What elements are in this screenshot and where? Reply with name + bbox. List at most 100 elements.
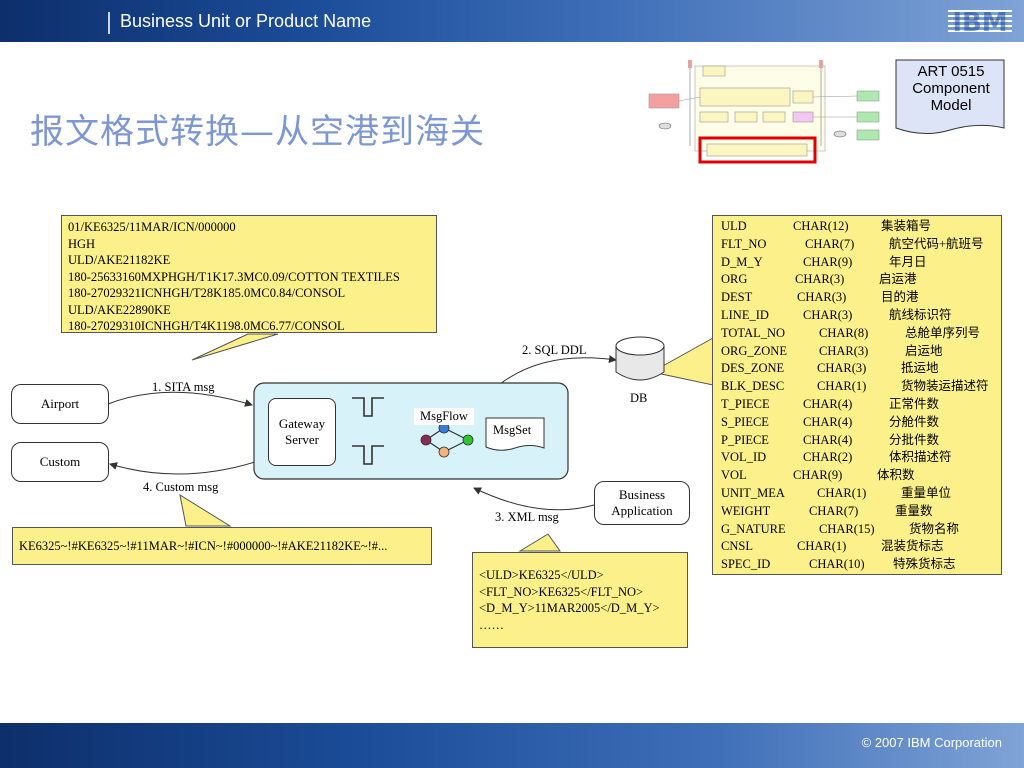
footer-bar: © 2007 IBM Corporation: [0, 723, 1024, 768]
thumbnail-highlight: [698, 136, 817, 164]
custom-node[interactable]: Custom: [11, 442, 109, 482]
sita-note-line: ULD/AKE22890KE: [68, 302, 171, 317]
field-type: CHAR(1): [817, 379, 867, 394]
field-desc: 集装箱号: [881, 219, 932, 233]
business-unit-label: Business Unit or Product Name: [120, 11, 372, 31]
business-label-line1: Business: [618, 487, 666, 502]
xml-note-line: <ULD>KE6325</ULD>: [479, 568, 604, 582]
field-desc: 航线标识符: [889, 307, 952, 322]
airport-node[interactable]: Airport: [11, 384, 109, 424]
table-row: G_NATURE CHAR(15) 货物名称: [721, 521, 1001, 539]
field-type: CHAR(3): [819, 343, 869, 358]
field-name: VOL: [721, 468, 747, 483]
field-name: VOL_ID: [721, 450, 767, 465]
field-desc: 正常件数: [889, 396, 940, 411]
field-type: CHAR(4): [803, 414, 853, 429]
xml-note-line: ……: [479, 617, 504, 632]
header-bar: Business Unit or Product Name IBM: [0, 0, 1024, 42]
field-desc: 混装货标志: [881, 539, 944, 554]
field-name: ULD: [721, 219, 747, 233]
field-name: G_NATURE: [721, 521, 786, 536]
field-type: CHAR(12): [793, 219, 849, 233]
field-type: CHAR(15): [819, 521, 875, 536]
sita-arrow-label: 1. SITA msg: [152, 380, 215, 394]
field-type: CHAR(10): [809, 557, 865, 572]
field-type: CHAR(8): [819, 325, 869, 340]
gateway-label-line1: Gateway: [278, 416, 326, 431]
field-desc: 抵运地: [901, 361, 939, 376]
db-cylinder-icon: [615, 336, 665, 381]
sita-note-line: 180-27029310ICNHGH/T4K1198.0MC6.77/CONSO…: [68, 319, 345, 333]
field-desc: 分舱件数: [889, 414, 940, 429]
sita-note-line: HGH: [68, 236, 96, 251]
gateway-server-node[interactable]: Gateway Server: [268, 398, 336, 466]
model-badge-text: ART 0515 Component Model: [896, 63, 1006, 114]
field-name: SPEC_ID: [721, 557, 771, 572]
xml-arrow: [473, 487, 595, 511]
copyright-text: © 2007 IBM Corporation: [861, 735, 1002, 750]
component-model-thumbnail: [648, 60, 880, 164]
field-name: ORG: [721, 272, 748, 287]
business-application-node[interactable]: Business Application: [594, 481, 690, 525]
xml-arrow-label: 3. XML msg: [495, 510, 559, 524]
field-desc: 体积数: [877, 468, 915, 483]
queue-out-icon: [352, 445, 384, 465]
field-type: CHAR(3): [803, 307, 853, 322]
field-name: WEIGHT: [721, 503, 771, 518]
sita-note-pointer: [191, 333, 279, 361]
model-badge: [895, 59, 1005, 134]
field-desc: 货物名称: [909, 521, 960, 536]
msgset-shape: [485, 417, 545, 451]
table-row: VOL CHAR(9) 体积数: [721, 467, 1001, 485]
sita-note-line: 01/KE6325/11MAR/ICN/000000: [68, 220, 236, 234]
field-desc: 目的港: [881, 290, 919, 305]
field-name: ORG_ZONE: [721, 343, 787, 358]
field-desc: 航空代码+航班号: [889, 236, 984, 251]
custom-message-note: KE6325~!#KE6325~!#11MAR~!#ICN~!#000000~!…: [12, 527, 432, 565]
sita-note-line: 180-25633160MXPHGH/T1K17.3MC0.09/COTTON …: [68, 269, 400, 284]
sita-message-note: 01/KE6325/11MAR/ICN/000000 HGH ULD/AKE21…: [61, 215, 437, 333]
custom-label: Custom: [39, 454, 81, 469]
xml-note-pointer: [518, 533, 561, 552]
xml-note-line: <D_M_Y>11MAR2005</D_M_Y>: [479, 601, 660, 615]
ibm-logo: IBM: [948, 8, 1012, 36]
field-type: CHAR(1): [817, 485, 867, 500]
field-type: CHAR(9): [793, 468, 843, 483]
sql-arrow-label: 2. SQL DDL: [522, 343, 587, 357]
field-name: LINE_ID: [721, 307, 769, 322]
msgflow-label: MsgFlow: [414, 408, 474, 425]
field-name: CNSL: [721, 539, 753, 554]
field-desc: 货物装运描述符: [901, 379, 989, 394]
field-desc: 总舱单序列号: [905, 325, 981, 340]
msgset-label: MsgSet: [493, 423, 532, 437]
field-name: S_PIECE: [721, 414, 769, 429]
field-name: D_M_Y: [721, 254, 763, 269]
field-desc: 重量单位: [901, 485, 952, 500]
airport-label: Airport: [40, 396, 80, 411]
business-label-line2: Application: [611, 503, 673, 518]
field-name: DES_ZONE: [721, 361, 785, 376]
table-row: LINE_ID CHAR(3) 航线标识符: [721, 307, 1001, 325]
field-type: CHAR(3): [797, 290, 847, 305]
sita-note-line: 180-27029321ICNHGH/T28K185.0MC0.84/CONSO…: [68, 286, 346, 300]
sita-arrow: [107, 391, 253, 407]
custom-note-pointer: [179, 493, 232, 527]
field-type: CHAR(2): [803, 450, 853, 465]
table-row: ULD CHAR(12) 集装箱号: [721, 218, 1001, 236]
db-label: DB: [630, 391, 648, 405]
custom-note-text: KE6325~!#KE6325~!#11MAR~!#ICN~!#000000~!…: [19, 538, 388, 553]
xml-note-line: <FLT_NO>KE6325</FLT_NO>: [479, 584, 644, 599]
